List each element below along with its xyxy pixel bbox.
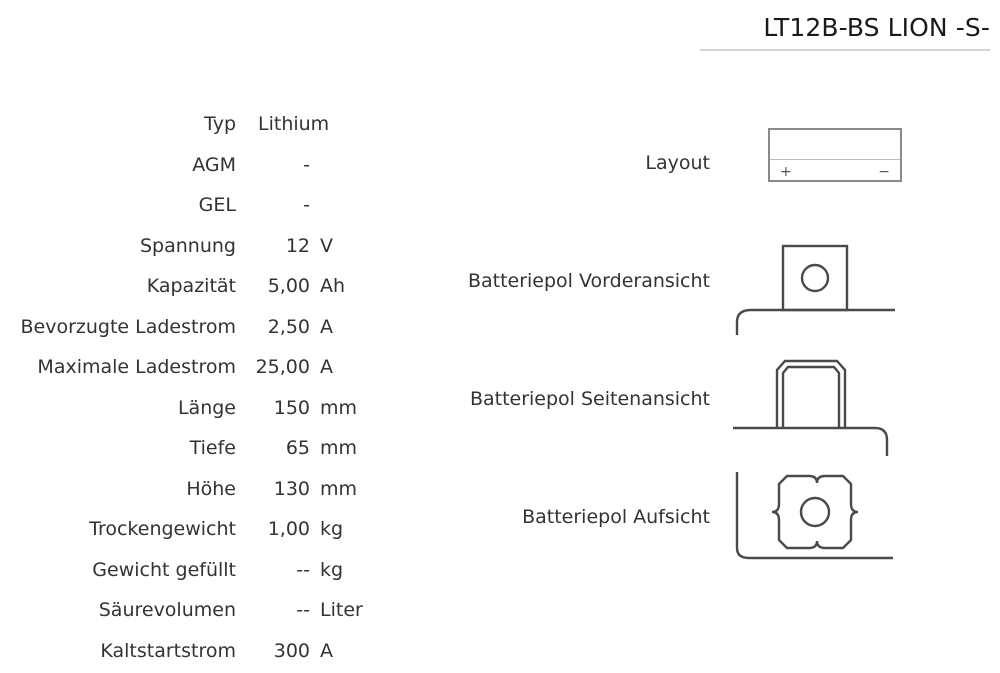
spec-unit: A (320, 356, 333, 379)
spec-label: AGM (192, 153, 236, 176)
spec-row: Tiefe 65 mm (0, 428, 400, 469)
spec-row: Maximale Ladestrom 25,00 A (0, 347, 400, 388)
spec-row: AGM - (0, 145, 400, 186)
spec-row: Typ Lithium (0, 104, 400, 145)
battery-divider-line (770, 159, 900, 160)
diagram-row-top-view: Batteriepol Aufsicht (470, 458, 1000, 576)
page-header: LT12B-BS LION -S- (590, 14, 990, 51)
spec-value: -- (296, 599, 310, 622)
title-underline (700, 48, 990, 51)
spec-value: 1,00 (267, 518, 310, 541)
spec-row: GEL - (0, 185, 400, 226)
spec-unit: V (320, 234, 333, 257)
spec-label: Spannung (140, 234, 236, 257)
spec-row: Spannung 12 V (0, 226, 400, 267)
spec-row: Trockengewicht 1,00 kg (0, 509, 400, 550)
diagram-row-front-view: Batteriepol Vorderansicht (467, 222, 1000, 340)
spec-value: -- (296, 558, 310, 581)
page-title: LT12B-BS LION -S- (763, 13, 990, 42)
spec-label: Maximale Ladestrom (37, 356, 236, 379)
spec-row: Kaltstartstrom 300 A (0, 631, 400, 672)
spec-label: Höhe (186, 477, 236, 500)
diagram-column: Layout + − Batteriepol Vorderansicht Bat… (467, 104, 1000, 576)
spec-label: Bevorzugte Ladestrom (20, 315, 236, 338)
diagram-row-side-view: Batteriepol Seitenansicht (470, 340, 1000, 458)
terminal-top-view-icon (735, 472, 893, 560)
spec-unit: Ah (320, 275, 346, 298)
spec-value: 65 (285, 437, 310, 460)
spec-value: 130 (273, 477, 310, 500)
spec-row: Säurevolumen -- Liter (0, 590, 400, 631)
spec-label: Typ (204, 113, 236, 136)
diagram-label-front-view: Batteriepol Vorderansicht (467, 270, 710, 292)
spec-row: Kapazität 5,00 Ah (0, 266, 400, 307)
spec-value: 2,50 (267, 315, 310, 338)
spec-row: Länge 150 mm (0, 388, 400, 429)
spec-label: Säurevolumen (98, 599, 236, 622)
spec-unit: A (320, 315, 333, 338)
spec-unit (310, 185, 400, 226)
spec-value: 300 (273, 639, 310, 662)
spec-value: 12 (285, 234, 310, 257)
spec-label: Kapazität (146, 275, 236, 298)
spec-unit: mm (320, 396, 358, 419)
spec-unit: kg (320, 518, 344, 541)
negative-terminal-sign: − (878, 164, 890, 180)
spec-label: Trockengewicht (89, 518, 236, 541)
spec-label: Tiefe (189, 437, 236, 460)
spec-unit: mm (320, 437, 358, 460)
spec-value: Lithium (258, 113, 330, 136)
terminal-side-view-icon (733, 359, 889, 456)
terminal-front-view-icon (735, 244, 895, 335)
spec-unit: Liter (320, 599, 363, 622)
spec-row: Höhe 130 mm (0, 469, 400, 510)
spec-label: Länge (177, 396, 236, 419)
spec-value: - (303, 153, 310, 176)
spec-value: - (303, 194, 310, 217)
spec-value: 150 (273, 396, 310, 419)
diagram-label-side-view: Batteriepol Seitenansicht (469, 388, 710, 410)
spec-unit: A (320, 639, 333, 662)
spec-row: Bevorzugte Ladestrom 2,50 A (0, 307, 400, 348)
diagram-label-top-view: Batteriepol Aufsicht (522, 506, 710, 528)
spec-value: 5,00 (267, 275, 310, 298)
top-view-diagram (725, 458, 945, 576)
spec-label: Kaltstartstrom (100, 639, 236, 662)
spec-unit (310, 145, 400, 186)
diagram-label-layout: Layout (645, 152, 710, 174)
spec-label: GEL (198, 194, 236, 217)
side-view-diagram (725, 340, 945, 458)
spec-row: Gewicht gefüllt -- kg (0, 550, 400, 591)
spec-value: 25,00 (255, 356, 310, 379)
layout-diagram: + − (725, 104, 945, 222)
battery-outline-shape: + − (768, 128, 902, 182)
spec-unit: kg (320, 558, 344, 581)
diagram-row-layout: Layout + − (470, 104, 1000, 222)
spec-label: Gewicht gefüllt (92, 558, 236, 581)
spec-unit: mm (320, 477, 358, 500)
front-view-diagram (725, 222, 945, 340)
positive-terminal-sign: + (780, 164, 792, 180)
